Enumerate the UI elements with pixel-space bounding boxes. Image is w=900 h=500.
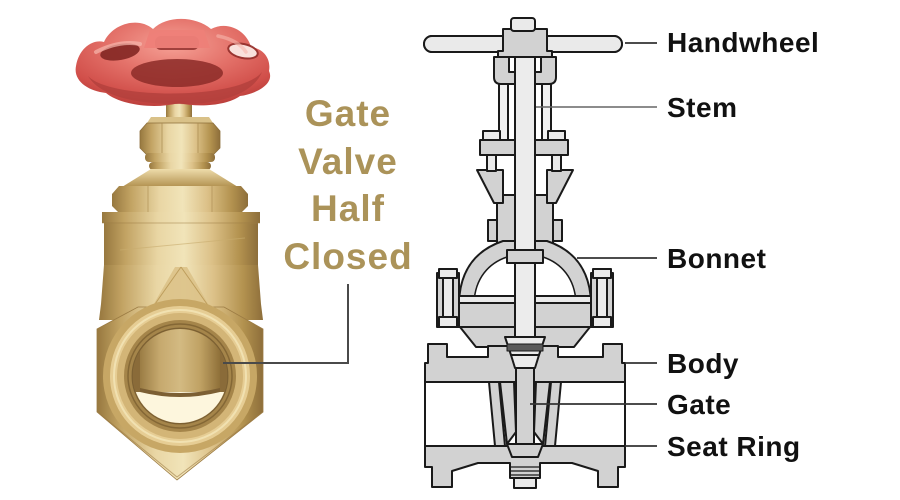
diagram-stem-nut (510, 17, 536, 32)
diagram-neck-boss (487, 219, 498, 242)
diagram-flange-bolt-head (592, 268, 612, 279)
photo-packing-nut-chamfer (147, 117, 213, 123)
valve-photo (75, 18, 271, 481)
diagram-stem-collar-lower (510, 354, 540, 369)
annotation-pointer-line (223, 284, 349, 364)
handwheel-rim-shadow (88, 72, 262, 105)
photo-port-opening (103, 299, 257, 453)
handwheel-hub (144, 30, 210, 48)
port-ring-highlight (113, 309, 247, 443)
label-handwheel: Handwheel (667, 27, 820, 58)
diagram-neck-boss (552, 219, 563, 242)
photo-neck-ring (145, 153, 215, 162)
gate-bottom-edge (140, 388, 220, 397)
annotation-line-2: Valve (298, 140, 398, 182)
label-leader-lines (530, 42, 657, 447)
label-body: Body (667, 348, 739, 379)
label-seat-ring: Seat Ring (667, 431, 801, 462)
handwheel-spoke-hole (227, 42, 259, 60)
diagram-handwheel-hub (497, 28, 553, 58)
diagram-gland-bolt (547, 130, 566, 141)
diagram-gate-tip (506, 443, 544, 458)
handwheel-center-shadow (131, 59, 223, 87)
diagram-flange-bolt-nut (438, 316, 458, 328)
diagram-gland-bolt (482, 130, 501, 141)
diagram-gate-center (515, 367, 535, 447)
diagram-drain-plug (513, 477, 537, 489)
annotation-line-1: Gate (304, 93, 392, 134)
diagram-backseat-collar (506, 249, 544, 264)
annotation-gate-valve-half-closed: Gate Valve Half Closed (243, 90, 453, 280)
port-ring-shadow (127, 323, 233, 429)
diagram-yoke-arm (546, 169, 574, 204)
port-bore-edge (131, 327, 229, 425)
photo-packing-nut (139, 122, 221, 156)
photo-hex-bonnet (112, 186, 248, 213)
diagram-drain-threads (511, 466, 539, 476)
diagram-gland-bolt-shaft (486, 154, 497, 172)
diagram-flange-bolt-nut (592, 316, 612, 328)
photo-body-lip (102, 212, 260, 223)
photo-neck-ring (149, 162, 211, 170)
handwheel-highlight (94, 41, 142, 54)
annotation-line-4: Closed (283, 235, 413, 277)
packing-nut-facet-lines (161, 123, 199, 155)
diagram-seat-ring-left (488, 381, 506, 447)
diagram-seat-ring-right (544, 381, 562, 447)
port-bore-interior (133, 329, 227, 423)
hex-bonnet-facet-lines (147, 186, 213, 213)
hex-body-bottom-edge (99, 413, 261, 478)
valve-cross-section-diagram (423, 17, 626, 489)
body-cylinder-sheen (119, 237, 246, 251)
diagram-gate-wedge-leg (499, 381, 517, 445)
annotation-line-3: Half (311, 188, 385, 229)
diagram-gland-bolt-shaft (551, 154, 562, 172)
label-bonnet: Bonnet (667, 243, 767, 274)
label-gate: Gate (667, 389, 732, 420)
diagram-flange-bolt-shaft (442, 277, 454, 320)
handwheel-highlight (216, 34, 248, 54)
diagram-stem (514, 54, 536, 346)
photo-bonnet-flare (122, 169, 238, 187)
label-stem: Stem (667, 92, 738, 123)
photo-handwheel (75, 18, 271, 107)
diagram-stem-seal-band (506, 343, 544, 352)
diagram-yoke-arm (476, 169, 504, 204)
diagram-flange-bolt-shaft (596, 277, 608, 320)
half-closed-gate-face (140, 329, 220, 392)
